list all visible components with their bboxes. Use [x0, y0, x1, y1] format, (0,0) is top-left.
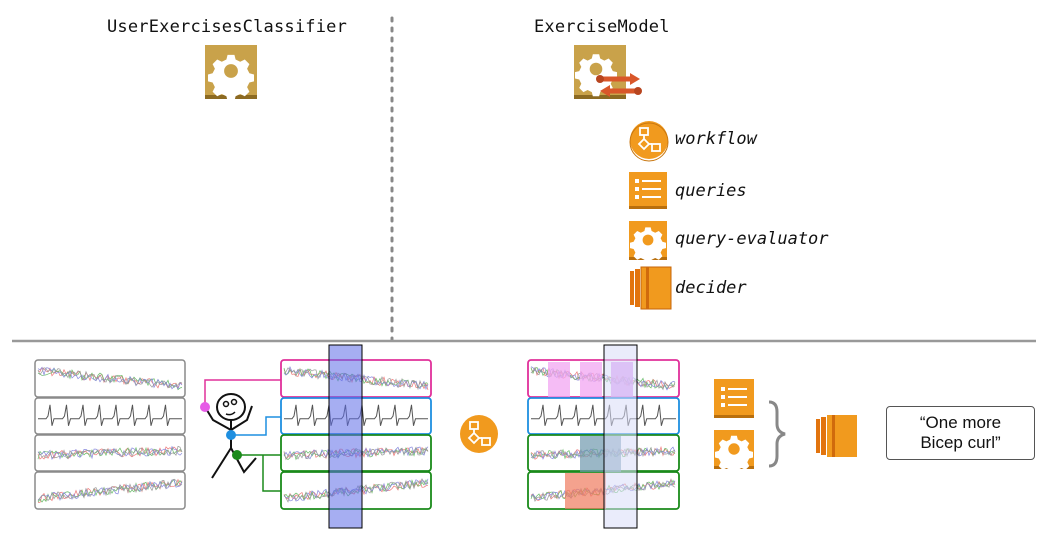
query-evaluator-gear-icon: [629, 221, 667, 264]
query-evaluator-label: query-evaluator: [675, 229, 829, 249]
queries-list-icon: [629, 172, 667, 209]
signal-trace: [37, 367, 183, 389]
green-connector: [237, 454, 281, 492]
model-gear-exchange-icon: [574, 45, 642, 99]
highlight-magenta-1: [548, 362, 570, 397]
bottom-gear-icon: [714, 430, 754, 474]
ecg-trace: [531, 404, 676, 426]
signal-trace: [37, 445, 183, 460]
signal-trace: [37, 478, 183, 502]
decider-label: decider: [675, 278, 747, 298]
bottom-decider-icon: [816, 415, 857, 457]
highlight-salmon: [565, 473, 606, 509]
evaluation-window: [603, 344, 638, 529]
curly-brace: [768, 400, 786, 468]
raw-signal-panels: [34, 359, 186, 510]
signal-trace: [37, 446, 183, 460]
stick-figure: [204, 393, 257, 479]
workflow-icon: [629, 121, 669, 162]
signal-trace: [37, 478, 183, 503]
ecg-trace: [38, 404, 182, 426]
queries-label: queries: [675, 181, 747, 201]
classifier-gear-icon: [205, 45, 257, 101]
model-title: ExerciseModel: [534, 17, 670, 37]
highlight-magenta-2: [580, 362, 602, 397]
bottom-list-icon: [714, 379, 754, 418]
bottom-workflow-icon: [460, 415, 498, 453]
signal-trace: [37, 445, 183, 461]
blue-connector: [231, 416, 281, 436]
signal-panel: [34, 397, 186, 435]
classifier-title: UserExercisesClassifier: [107, 17, 348, 37]
decider-compute-icon: [630, 266, 672, 310]
workflow-label: workflow: [675, 129, 757, 149]
signal-trace: [37, 479, 183, 502]
magenta-connector: [204, 379, 281, 407]
sliding-window: [328, 344, 363, 529]
